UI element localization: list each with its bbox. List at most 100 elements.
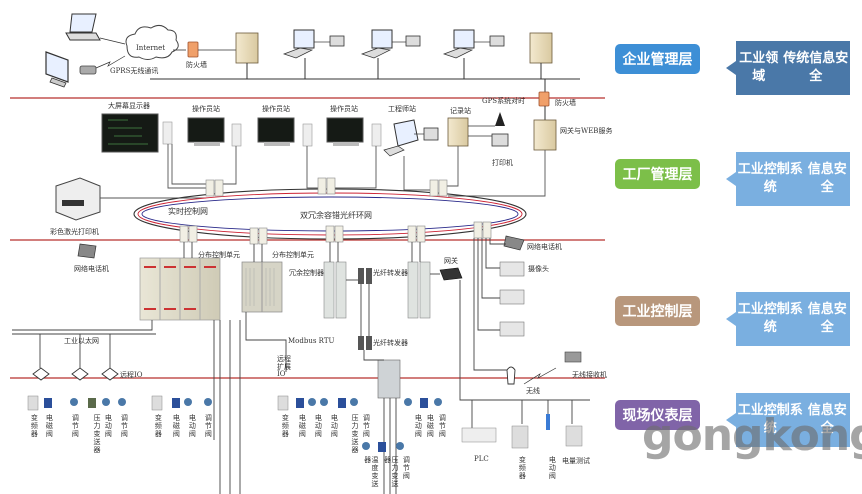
field-label: 电磁阀 [298, 414, 307, 438]
field-label: 压力变送器 [351, 414, 359, 454]
gateway-web-server-icon [533, 119, 557, 151]
ring-net-label: 双冗余容错光纤环网 [300, 211, 372, 220]
color-printer-label: 彩色激光打印机 [50, 228, 99, 236]
layer-tag-field: 现场仪表层 [615, 400, 700, 430]
printer-icon [491, 133, 509, 147]
camera-label: 摄像头 [528, 265, 549, 273]
field-label: 电动阀 [330, 414, 339, 438]
op-station-icon [326, 117, 364, 146]
printer-icon [405, 35, 421, 47]
recorder-label: 记录站 [450, 107, 471, 115]
gps-label: GPS系统对时 [482, 97, 526, 105]
internet-cloud-icon [125, 24, 179, 60]
field-label: 变频器 [154, 414, 163, 438]
firewall-icon [187, 41, 199, 58]
plc-label: PLC [474, 455, 489, 463]
field-label: 电动阀 [414, 414, 423, 438]
dcu-label-1: 分布控制单元 [198, 251, 240, 259]
security-box-control: 工业控制系统 信息安全 [726, 292, 850, 346]
fiber-converter-icons [358, 268, 372, 350]
gprs-modem-icon [79, 65, 97, 75]
big-screen-display-icon [101, 113, 159, 153]
server-icon [235, 32, 259, 64]
security-line: 工业领域 [739, 51, 779, 84]
fiber-conv-label-2: 光纤转发器 [373, 339, 408, 347]
field-label: 压力变送器 [93, 414, 101, 454]
watermark: gongkong [642, 410, 862, 461]
wireless-antenna-icon [506, 366, 516, 385]
field-label: 调节阀 [204, 414, 213, 438]
server-icon [529, 32, 553, 64]
gateway-label: 网关 [444, 257, 458, 265]
workstation-icon [282, 29, 315, 59]
field-label: 电动阀 [104, 414, 113, 438]
gprs-label: GPRS无线通讯 [110, 67, 159, 75]
remote-io-hubs [32, 367, 119, 381]
security-line: 信息安全 [807, 162, 847, 195]
field-label: 电磁阀 [426, 414, 435, 438]
remote-io-label: 远程IO [120, 371, 143, 379]
field-label: 调节阀 [438, 414, 447, 438]
color-laser-printer-icon [55, 177, 101, 221]
ring-switches [179, 177, 492, 245]
net-phone-icon [503, 235, 525, 251]
control-wiring [12, 238, 590, 494]
realtime-net-label: 实时控制网 [168, 207, 208, 216]
security-box-plant: 工业控制系统 信息安全 [726, 152, 850, 206]
op-station-label-3: 操作员站 [330, 105, 358, 113]
layer-tag-enterprise: 企业管理层 [615, 44, 700, 74]
layer-tag-control: 工业控制层 [615, 296, 700, 326]
dcu-label-2: 分布控制单元 [272, 251, 314, 259]
security-box-enterprise: 工业领域 传统信息安全 [726, 41, 850, 95]
printer-icon [329, 35, 345, 47]
industrial-ethernet-label: 工业以太网 [64, 337, 99, 345]
firewall-label: 防火墙 [186, 61, 207, 69]
dcu-cabinet-2 [241, 261, 283, 313]
field-label: 电磁阀 [45, 414, 54, 438]
modbus-rtu-label: Modbus RTU [288, 337, 335, 345]
laptop-icon [65, 13, 101, 41]
wireless-receiver-label: 无线接收机 [572, 371, 607, 379]
engineering-station-icon [383, 119, 419, 157]
security-line: 工业控制系统 [737, 302, 803, 335]
gateway-icon [439, 267, 463, 281]
recorder-server-icon [447, 117, 469, 147]
field-label: 电动阀 [548, 456, 557, 480]
gateway-web-label: 网关与WEB服务 [560, 127, 613, 135]
gps-antenna-icon [495, 112, 505, 126]
field-label: 温度变送器 [363, 456, 379, 488]
wireless-label: 无线 [526, 387, 540, 395]
security-line: 工业控制系统 [737, 403, 803, 436]
security-line: 信息安全 [807, 302, 847, 335]
field-label: 调节阀 [120, 414, 129, 438]
workstation-icon [360, 29, 393, 59]
printer-label: 打印机 [492, 159, 513, 167]
firewall-icon [538, 91, 550, 107]
layer-tag-plant: 工厂管理层 [615, 159, 700, 189]
net-phone-label-right: 网络电话机 [527, 243, 562, 251]
op-station-icon [187, 117, 225, 146]
redundant-ctrl-label: 冗余控制器 [289, 269, 324, 277]
pc-tower-icons [162, 121, 382, 147]
field-label: 变频器 [281, 414, 290, 438]
field-instrument-icons [27, 395, 583, 452]
security-box-field: 工业控制系统 信息安全 [726, 393, 850, 447]
net-phone-label-left: 网络电话机 [74, 265, 109, 273]
field-label: 调节阀 [402, 456, 411, 480]
field-label: 电磁阀 [172, 414, 181, 438]
plant-firewall-label: 防火墙 [555, 99, 576, 107]
dcu-cabinet-1 [139, 257, 221, 321]
security-line: 信息安全 [807, 403, 847, 436]
io-cabinet [377, 359, 401, 399]
security-line: 工业控制系统 [737, 162, 803, 195]
redundant-controller-stack [323, 261, 431, 319]
wireless-receiver-icon [564, 351, 582, 363]
camera-icons [499, 261, 525, 337]
printer-icon [489, 35, 505, 47]
workstation-icon [442, 29, 475, 59]
field-label: 压力变送器 [383, 456, 399, 488]
eng-station-label: 工程师站 [388, 105, 416, 113]
power-test-label: 电量测试 [562, 457, 590, 465]
